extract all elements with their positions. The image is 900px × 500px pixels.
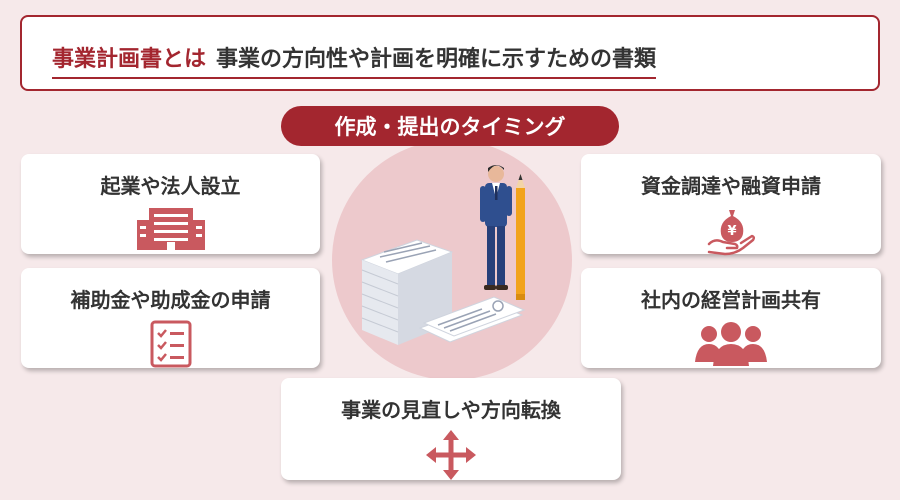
paper-stack-icon	[360, 239, 454, 345]
money-hand-icon: ¥	[707, 210, 756, 256]
definition-text: 事業計画書とは事業の方向性や計画を明確に示すための書類	[52, 41, 657, 79]
timing-label: 作成・提出のタイミング	[281, 106, 619, 146]
definition-banner: 事業計画書とは事業の方向性や計画を明確に示すための書類	[20, 15, 880, 91]
documents-icon	[418, 296, 526, 343]
building-icon	[136, 208, 205, 250]
pencil-icon	[516, 174, 525, 300]
card-title: 社内の経営計画共有	[641, 288, 821, 312]
card-company-founding: 起業や法人設立	[21, 154, 320, 254]
card-title: 起業や法人設立	[100, 174, 241, 198]
businessman-figure	[480, 165, 512, 290]
card-title: 資金調達や融資申請	[641, 174, 821, 198]
card-business-review: 事業の見直しや方向転換	[281, 378, 621, 480]
yen-symbol: ¥	[727, 224, 736, 239]
card-subsidy-application: 補助金や助成金の申請	[21, 268, 320, 368]
checklist-icon	[150, 320, 191, 368]
businessman-illustration	[360, 165, 526, 345]
card-internal-plan-sharing: 社内の経営計画共有	[581, 268, 881, 368]
card-fundraising: 資金調達や融資申請 ¥	[581, 154, 881, 256]
people-icon	[695, 322, 767, 366]
move-arrows-icon	[426, 430, 476, 480]
definition-body: 事業の方向性や計画を明確に示すための書類	[216, 47, 657, 72]
card-title: 補助金や助成金の申請	[70, 288, 271, 312]
definition-term: 事業計画書とは	[52, 47, 207, 72]
card-title: 事業の見直しや方向転換	[341, 398, 561, 422]
